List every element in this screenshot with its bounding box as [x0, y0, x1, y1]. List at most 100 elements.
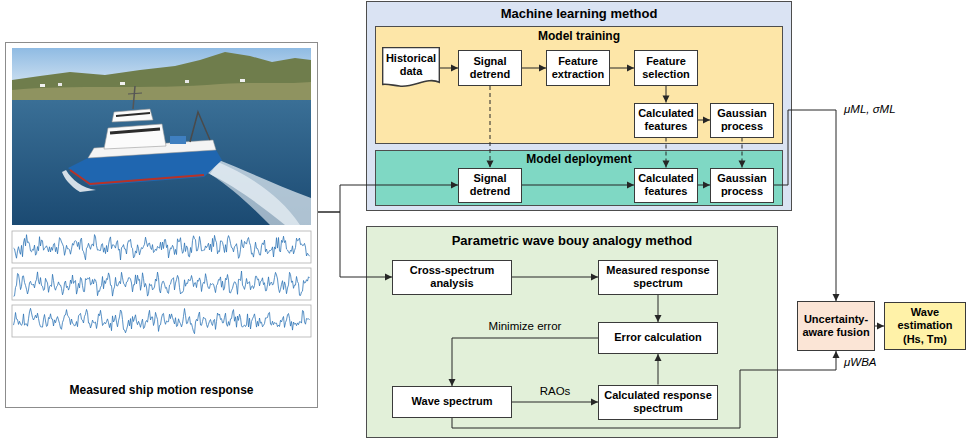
method-group: Parametric wave bouy analogy methodCross… — [366, 226, 778, 438]
arrow-head — [591, 399, 598, 406]
ship-panel: Measured ship motion response — [5, 42, 318, 408]
signal-plot — [14, 308, 310, 333]
arrow-head — [451, 182, 458, 189]
connector-line — [452, 351, 836, 428]
connector — [875, 323, 884, 330]
signal-trace — [14, 308, 310, 333]
node-label: Error calculation — [614, 331, 701, 344]
arrow-head — [385, 274, 392, 281]
connector — [522, 182, 634, 189]
signal-trace — [14, 271, 310, 296]
connector — [452, 351, 840, 428]
group-title: Model training — [538, 29, 620, 43]
arrow-head — [449, 379, 456, 386]
stage-group: Model trainingHistorical data Signal detr… — [375, 26, 783, 144]
node-label: Gaussian process — [714, 172, 770, 198]
panel-ground — [5, 42, 318, 408]
node-label: Calculated features — [638, 172, 694, 198]
connector — [655, 354, 662, 385]
process-box: Signal detrend — [458, 50, 522, 86]
group-title: Parametric wave bouy analogy method — [452, 233, 693, 249]
connector — [512, 274, 598, 281]
group-title: Machine learning method — [501, 6, 658, 22]
process-box: Cross-spectrum analysis — [392, 260, 512, 295]
arrow-head — [487, 161, 494, 168]
arrow-head — [591, 274, 598, 281]
connector — [698, 182, 710, 189]
process-box: Calculated features — [634, 168, 698, 203]
connector — [774, 110, 840, 301]
process-box: Gaussian process — [710, 103, 774, 138]
arrow-head — [663, 96, 670, 103]
connector-line — [512, 277, 598, 278]
connector — [449, 338, 599, 386]
group-title: Measured ship motion response — [69, 383, 253, 397]
connector — [487, 86, 494, 168]
node-label: Uncertainty-aware fusion — [801, 313, 871, 339]
node-label: Calculated response spectrum — [602, 389, 714, 415]
node-label: Wave spectrum — [412, 395, 493, 408]
node-label: Feature extraction — [550, 55, 606, 81]
document-outline — [383, 47, 440, 86]
arrow-head — [451, 65, 458, 72]
node-label: Gaussian process — [714, 107, 770, 133]
stage-group: Model deploymentSignal detrend Calculated… — [375, 150, 783, 206]
edge-label: μML, σML — [842, 103, 898, 117]
connector — [522, 65, 546, 72]
method-group: Machine learning methodModel trainingHis… — [366, 1, 792, 211]
arrow-head — [833, 351, 840, 358]
arrow-head — [833, 294, 840, 301]
connector-line — [452, 338, 598, 386]
connector-line — [774, 110, 836, 301]
arrow-head — [539, 65, 546, 72]
arrow-head — [655, 315, 662, 322]
connector-line — [490, 86, 491, 168]
connector — [698, 117, 710, 124]
process-box: Measured response spectrum — [598, 260, 718, 295]
connector — [440, 65, 458, 72]
ship-photo — [12, 48, 311, 225]
arrow-head — [703, 117, 710, 124]
arrow-head — [703, 182, 710, 189]
arrow-head — [739, 161, 746, 168]
node-label: Wave estimation (Hs, Tm) — [888, 306, 962, 346]
node-label: Calculated features — [638, 107, 694, 133]
signal-plot — [14, 271, 310, 296]
connector — [318, 182, 458, 213]
process-box: Wave spectrum — [392, 386, 512, 418]
process-box: Feature selection — [634, 50, 698, 86]
connector — [655, 295, 662, 323]
edge-label: Minimize error — [487, 320, 564, 334]
signal-plot — [14, 235, 310, 260]
connector-line — [512, 402, 598, 403]
process-box: Signal detrend — [458, 168, 522, 203]
signal-trace — [14, 235, 310, 260]
edge-label: RAOs — [538, 385, 573, 399]
arrow-head — [655, 354, 662, 361]
connector — [663, 138, 670, 168]
process-box: Error calculation — [598, 322, 718, 354]
process-box: Gaussian process — [710, 168, 774, 203]
group-title: Model deployment — [526, 152, 631, 166]
process-box: Calculated response spectrum — [598, 385, 718, 420]
connector — [610, 65, 634, 72]
arrow-head — [627, 182, 634, 189]
edge-label: μWBA — [842, 356, 879, 370]
process-box: Feature extraction — [546, 50, 610, 86]
connector-line — [522, 185, 634, 186]
node-label: Historical data — [385, 52, 437, 78]
node-label: Signal detrend — [462, 55, 518, 81]
arrow-head — [627, 65, 634, 72]
connector-line — [318, 212, 392, 277]
fusion-box: Uncertainty-aware fusion — [797, 301, 875, 351]
plot-frame — [12, 268, 311, 300]
plot-frame — [12, 305, 311, 337]
node-label: Cross-spectrum analysis — [396, 264, 508, 290]
connector — [663, 86, 670, 103]
connector — [318, 212, 392, 281]
document-box: Historical data — [382, 47, 440, 89]
node-label: Signal detrend — [462, 172, 518, 198]
process-box: Calculated features — [634, 103, 698, 138]
node-label: Feature selection — [638, 55, 694, 81]
